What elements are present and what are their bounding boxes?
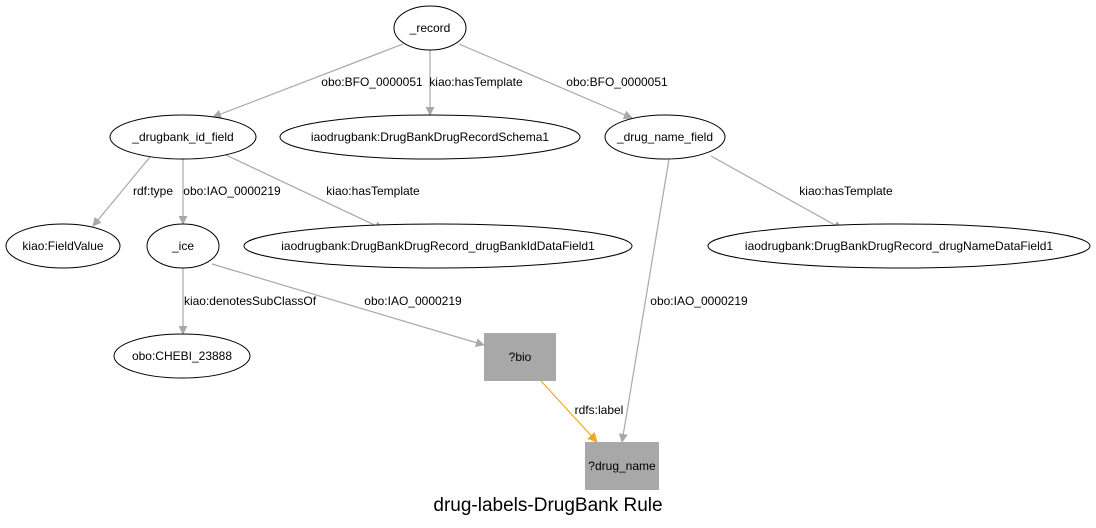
- nodes-layer: _record _drugbank_id_field iaodrugbank:Dru…: [5, 5, 1091, 490]
- edge-bio-to-drug_name: [540, 380, 598, 443]
- edge-record-to-drug_name_field: [458, 43, 633, 119]
- node-label: ?bio: [509, 350, 532, 364]
- edge-label-kiao-denotessubclassof: kiao:denotesSubClassOf: [184, 294, 317, 308]
- node-label: _ice: [171, 239, 194, 253]
- node-record: _record: [393, 5, 467, 51]
- edge-record-to-drugbank_id_field: [212, 43, 404, 119]
- node-namefield1: iaodrugbank:DrugBankDrugRecord_drugNameD…: [707, 223, 1091, 269]
- node-label: iaodrugbank:DrugBankDrugRecord_drugNameD…: [745, 239, 1054, 253]
- node-label: iaodrugbank:DrugBankDrugRecord_drugBankI…: [281, 239, 595, 253]
- node-bio: ?bio: [484, 333, 556, 381]
- edge-labels-layer: obo:BFO_0000051 kiao:hasTemplate obo:BFO_0…: [133, 75, 893, 417]
- node-chebi: obo:CHEBI_23888: [113, 333, 251, 379]
- resource-ellipse: [707, 223, 1091, 269]
- diagram-title: drug-labels-DrugBank Rule: [433, 495, 662, 516]
- resource-ellipse: [146, 223, 220, 269]
- node-drug-name: ?drug_name: [585, 442, 659, 490]
- edge-label-obo-iao-0000219: obo:IAO_0000219: [364, 294, 462, 308]
- edge-drug_name_field-to-drug_name: [618, 158, 670, 443]
- node-drugbank-id-field: _drugbank_id_field: [109, 114, 257, 160]
- edge-label-rdf-type: rdf:type: [133, 184, 173, 198]
- resource-ellipse: [393, 5, 467, 51]
- variable-box: [585, 442, 659, 490]
- node-label: _drug_name_field: [616, 130, 713, 144]
- edge-drugbank_id_field-to-fieldvalue: [92, 156, 151, 227]
- edge-drugbank_id_field-to-idfield1: [225, 154, 384, 230]
- edges-layer: [92, 43, 843, 443]
- node-fieldvalue: kiao:FieldValue: [5, 223, 121, 269]
- variable-box: [484, 333, 556, 381]
- node-drug-name-field: _drug_name_field: [604, 114, 726, 160]
- resource-ellipse: [109, 114, 257, 160]
- resource-ellipse: [113, 333, 251, 379]
- node-label: ?drug_name: [588, 459, 656, 473]
- edge-label-obo-iao-0000219: obo:IAO_0000219: [650, 294, 748, 308]
- edge-label-obo-bfo-0000051: obo:BFO_0000051: [321, 75, 423, 89]
- node-schema1: iaodrugbank:DrugBankDrugRecordSchema1: [279, 114, 581, 160]
- node-label: kiao:FieldValue: [22, 239, 103, 253]
- resource-ellipse: [5, 223, 121, 269]
- node-label: obo:CHEBI_23888: [132, 349, 232, 363]
- resource-ellipse: [279, 114, 581, 160]
- node-label: _record: [409, 21, 451, 35]
- resource-ellipse: [243, 223, 633, 269]
- node-label: iaodrugbank:DrugBankDrugRecordSchema1: [311, 130, 549, 144]
- edge-label-obo-bfo-0000051: obo:BFO_0000051: [566, 75, 668, 89]
- edge-ice-to-bio: [211, 263, 485, 348]
- node-label: _drugbank_id_field: [131, 130, 233, 144]
- edge-label-kiao-hastemplate: kiao:hasTemplate: [326, 184, 420, 198]
- edge-label-kiao-hastemplate: kiao:hasTemplate: [799, 184, 893, 198]
- resource-ellipse: [604, 114, 726, 160]
- node-idfield1: iaodrugbank:DrugBankDrugRecord_drugBankI…: [243, 223, 633, 269]
- edge-label-kiao-hastemplate: kiao:hasTemplate: [429, 75, 523, 89]
- node-ice: _ice: [146, 223, 220, 269]
- edge-drug_name_field-to-namefield1: [710, 155, 843, 230]
- edge-label-obo-iao-0000219: obo:IAO_0000219: [183, 184, 281, 198]
- edge-label-rdfs-label: rdfs:label: [575, 403, 624, 417]
